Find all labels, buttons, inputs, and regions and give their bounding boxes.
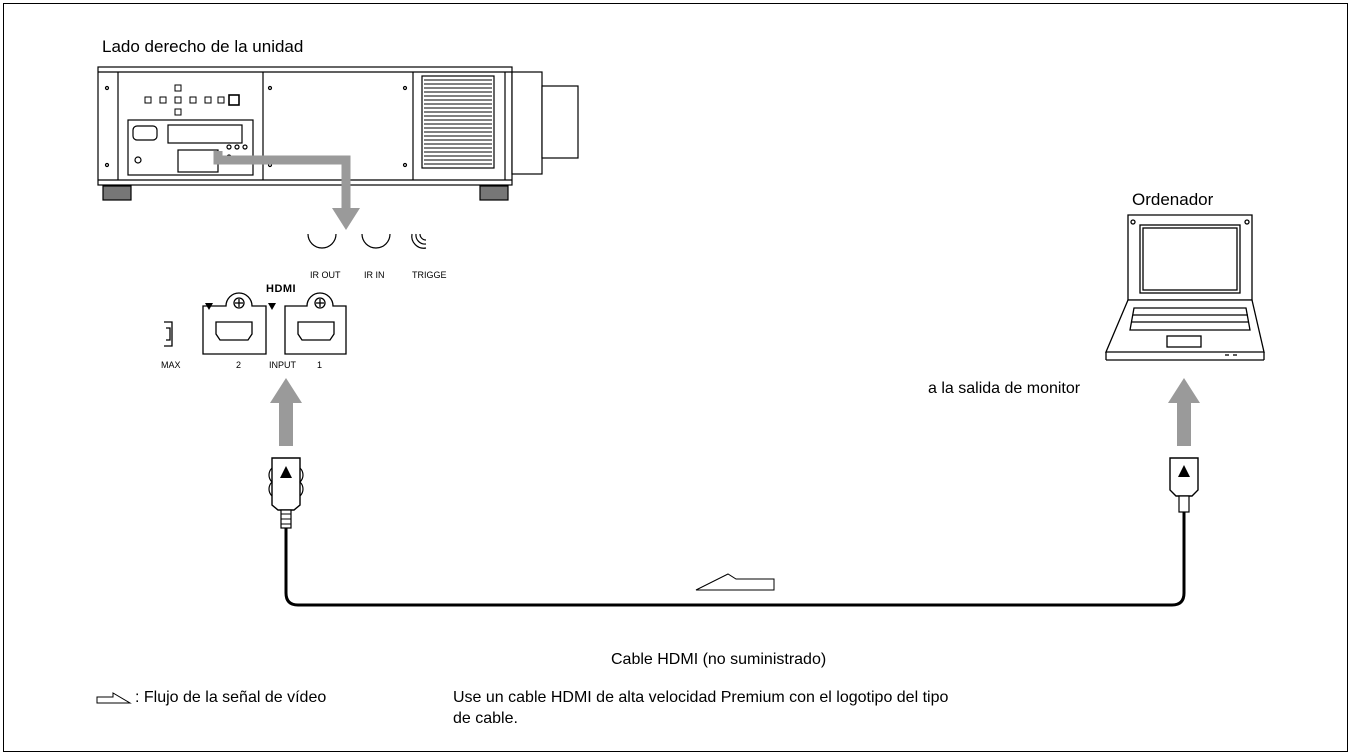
monitor-output-caption: a la salida de monitor	[928, 380, 1081, 397]
port-1-marker	[268, 303, 276, 310]
projector-vent-lines	[424, 79, 492, 165]
computer-caption: Ordenador	[1132, 190, 1214, 209]
zoom-callout-arrow	[213, 151, 360, 230]
hdmi-port-panel	[164, 292, 347, 355]
legend-signal-flow-icon	[96, 692, 132, 704]
ir-out-label: IR OUT	[310, 270, 341, 280]
laptop-illustration	[1105, 214, 1265, 361]
projector-illustration	[97, 66, 579, 201]
hdmi-plug-left	[268, 457, 304, 529]
hdmi-plug-right	[1169, 457, 1199, 513]
cable-caption: Cable HDMI (no suministrado)	[611, 651, 827, 668]
monitor-output-arrow	[1168, 378, 1200, 446]
input-2-label: 2	[236, 360, 242, 370]
cable-signal-flow-marker	[695, 573, 775, 591]
ir-in-label: IR IN	[364, 270, 385, 280]
hdmi-logo: HDMI	[266, 283, 297, 295]
hdmi-cable	[284, 512, 1186, 607]
diagram-frame	[3, 3, 1348, 752]
input-label: INPUT	[269, 360, 296, 370]
projector-side-caption: Lado derecho de la unidad	[102, 37, 304, 56]
input-1-label: 1	[317, 360, 323, 370]
input-arrow	[270, 378, 302, 446]
legend-signal-flow-text: : Flujo de la señal de vídeo	[135, 689, 327, 706]
port-2-marker	[205, 303, 213, 310]
trigger-label: TRIGGE	[412, 270, 447, 280]
note-line-1: Use un cable HDMI de alta velocidad Prem…	[453, 689, 949, 706]
max-label: MAX	[161, 360, 181, 370]
note-line-2: de cable.	[453, 710, 518, 727]
jack-row	[307, 233, 427, 249]
